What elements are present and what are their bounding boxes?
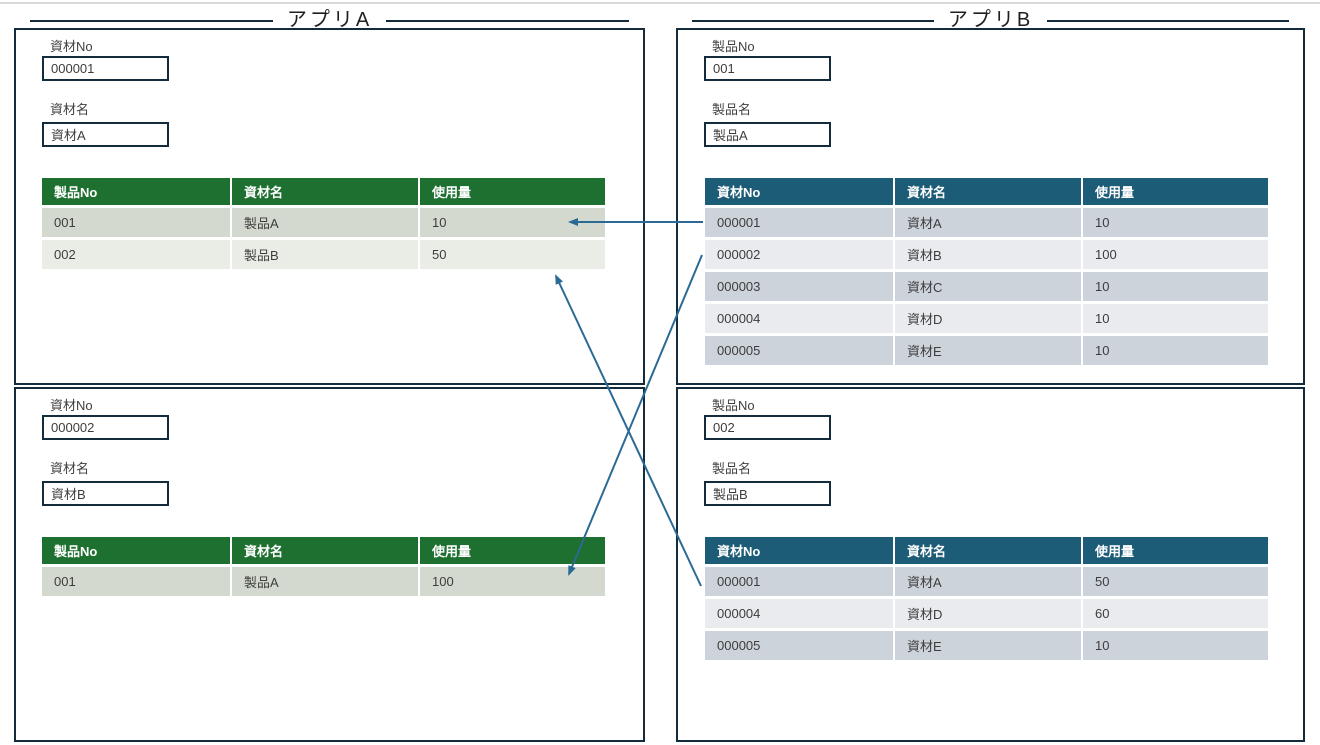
table-cell: 000002 bbox=[705, 238, 895, 272]
column-header: 製品No bbox=[42, 537, 232, 567]
product-name-input[interactable] bbox=[704, 122, 831, 147]
top-divider bbox=[0, 2, 1320, 4]
column-header: 使用量 bbox=[1082, 178, 1268, 208]
product-name-input[interactable] bbox=[704, 481, 831, 506]
table-cell: 000004 bbox=[705, 302, 895, 336]
table-cell: 資材A bbox=[894, 206, 1083, 240]
table-cell: 100 bbox=[1082, 238, 1268, 272]
material-name-input[interactable] bbox=[42, 122, 169, 147]
table-cell: 10 bbox=[1082, 270, 1268, 304]
table-cell: 10 bbox=[1082, 206, 1268, 240]
group-title-label: アプリB bbox=[947, 8, 1034, 31]
table-cell: 000001 bbox=[705, 565, 895, 599]
column-header: 使用量 bbox=[419, 537, 605, 567]
table-cell: 50 bbox=[1082, 565, 1268, 599]
field-label-product-no: 製品No bbox=[712, 398, 755, 413]
table-cell: 10 bbox=[1082, 302, 1268, 336]
table-cell: 製品B bbox=[231, 238, 420, 272]
table-cell: 50 bbox=[419, 238, 605, 272]
title-rule-right bbox=[386, 20, 629, 22]
field-label-product-name: 製品名 bbox=[712, 102, 752, 117]
table-cell: 資材A bbox=[894, 565, 1083, 599]
column-header: 資材名 bbox=[231, 537, 420, 567]
title-rule-right bbox=[1047, 20, 1289, 22]
table-cell: 10 bbox=[1082, 629, 1268, 663]
table-cell: 001 bbox=[42, 206, 232, 240]
title-rule-left bbox=[30, 20, 273, 22]
table-cell: 10 bbox=[419, 206, 605, 240]
column-header: 資材No bbox=[705, 537, 895, 567]
table-cell: 000004 bbox=[705, 597, 895, 631]
field-label-material-name: 資材名 bbox=[50, 102, 90, 117]
field-label-material-no: 資材No bbox=[50, 398, 93, 413]
table-cell: 資材E bbox=[894, 334, 1083, 368]
group-title-app-a: アプリA bbox=[14, 5, 645, 31]
table-cell: 資材B bbox=[894, 238, 1083, 272]
table-cell: 製品A bbox=[231, 565, 420, 599]
column-header: 使用量 bbox=[419, 178, 605, 208]
field-label-material-no: 資材No bbox=[50, 39, 93, 54]
table-cell: 000005 bbox=[705, 629, 895, 663]
table-cell: 60 bbox=[1082, 597, 1268, 631]
material-no-input[interactable] bbox=[42, 415, 169, 440]
column-header: 資材名 bbox=[894, 178, 1083, 208]
panel-app-b-record-1: 製品No 製品名 資材No資材名使用量000001資材A10000002資材B1… bbox=[676, 28, 1305, 385]
table-cell: 製品A bbox=[231, 206, 420, 240]
table-cell: 資材D bbox=[894, 302, 1083, 336]
column-header: 資材No bbox=[705, 178, 895, 208]
field-label-product-no: 製品No bbox=[712, 39, 755, 54]
group-title-app-b: アプリB bbox=[676, 5, 1305, 31]
table-cell: 002 bbox=[42, 238, 232, 272]
group-title-label: アプリA bbox=[286, 8, 373, 31]
table-cell: 000001 bbox=[705, 206, 895, 240]
column-header: 使用量 bbox=[1082, 537, 1268, 567]
product-no-input[interactable] bbox=[704, 56, 831, 81]
table-cell: 100 bbox=[419, 565, 605, 599]
table-cell: 000003 bbox=[705, 270, 895, 304]
column-header: 資材名 bbox=[894, 537, 1083, 567]
table-cell: 資材C bbox=[894, 270, 1083, 304]
title-rule-left bbox=[692, 20, 934, 22]
column-header: 製品No bbox=[42, 178, 232, 208]
table-cell: 資材D bbox=[894, 597, 1083, 631]
table-cell: 資材E bbox=[894, 629, 1083, 663]
table-cell: 10 bbox=[1082, 334, 1268, 368]
product-no-input[interactable] bbox=[704, 415, 831, 440]
field-label-product-name: 製品名 bbox=[712, 461, 752, 476]
column-header: 資材名 bbox=[231, 178, 420, 208]
table-cell: 000005 bbox=[705, 334, 895, 368]
field-label-material-name: 資材名 bbox=[50, 461, 90, 476]
panel-app-b-record-2: 製品No 製品名 資材No資材名使用量000001資材A50000004資材D6… bbox=[676, 387, 1305, 742]
material-name-input[interactable] bbox=[42, 481, 169, 506]
material-no-input[interactable] bbox=[42, 56, 169, 81]
table-cell: 001 bbox=[42, 565, 232, 599]
